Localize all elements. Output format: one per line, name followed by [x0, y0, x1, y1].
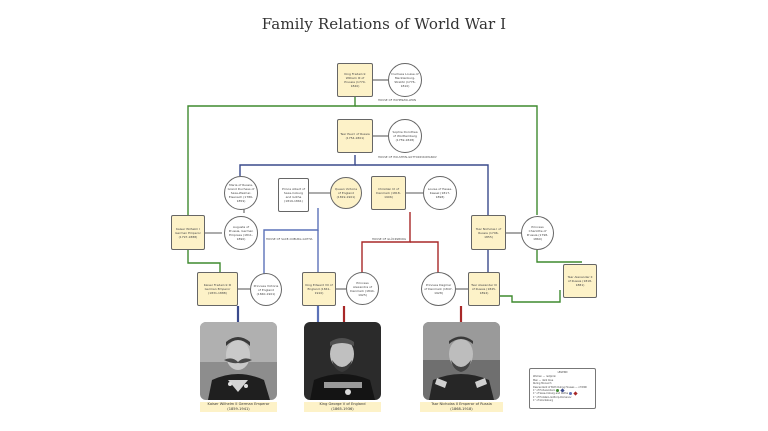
legend-row: 1° of Holstein-Gottorp-Romanov	[533, 395, 572, 399]
node-queen-victoria[interactable]: Queen Victoria of England (1819-1901)	[330, 177, 362, 209]
node-frederick-iii[interactable]: Kaiser Frederick III German Emperor (183…	[197, 272, 238, 306]
caption-george-v: King George V of England (1865-1936)	[304, 402, 381, 412]
caption-wilhelm-name: Kaiser Wilhelm II German Emperor	[207, 402, 270, 406]
line-hohenzollern-2	[355, 105, 538, 215]
node-maria-of-russia[interactable]: Maria of Russia, Grand Duchess of Saxe-W…	[224, 176, 258, 210]
label-house-holstein: HOUSE OF HOLSTEIN-GOTTORP-ROMANOV	[378, 156, 437, 159]
line-glucksburg-1	[361, 212, 411, 275]
line-hohenzollern-4	[536, 250, 582, 263]
legend-row: Men — dark blue	[533, 378, 554, 382]
line-romanov-1	[239, 155, 356, 176]
caption-nicholas-years: (1868-1918)	[450, 407, 473, 411]
node-dagmar-of-denmark[interactable]: Princess Dagmar of Denmark (1847-1928)	[421, 272, 456, 306]
label-house-saxe-coburg: HOUSE OF SAXE-COBURG-GOTHA	[266, 238, 313, 241]
legend-dot-green	[556, 389, 560, 393]
caption-nicholas-name: Tsar Nicholas II Emperor of Russia	[431, 402, 492, 406]
line-saxe-1	[263, 208, 319, 275]
node-augusta-of-prussia[interactable]: Augusta of Prussia, German Empress (1811…	[224, 216, 258, 250]
photo-george-v	[304, 322, 381, 400]
caption-wilhelm-years: (1859-1941)	[227, 407, 250, 411]
legend-row: 1° of Glücksburg	[533, 399, 554, 403]
label-house-hohenzollern: HOUSE OF HOHENZOLLERN	[378, 99, 417, 102]
node-charlotte-of-prussia[interactable]: Princess Charlotte of Prussia (1798-1860…	[521, 216, 554, 250]
photo-wilhelm-ii	[200, 322, 277, 400]
node-louise-hesse-kassel[interactable]: Louise of Hesse-Kassel (1817-1898)	[423, 176, 457, 210]
line-romanov-2	[355, 164, 489, 215]
legend: LEGEND Women — red/pink Men — dark blue …	[529, 368, 596, 409]
node-alexander-ii[interactable]: Tsar Alexander II of Russia (1818-1881)	[563, 264, 597, 298]
line-hohenzollern-5	[500, 290, 561, 303]
node-alexandra-of-denmark[interactable]: Princess Alexandra of Denmark (1844-1925…	[346, 272, 379, 305]
node-edward-vii[interactable]: King Edward VII of England (1841-1910)	[302, 272, 336, 306]
node-prince-albert[interactable]: Prince Albert of Saxe-Coburg and Gotha (…	[278, 178, 309, 212]
caption-george-years: (1865-1936)	[331, 407, 354, 411]
legend-row: Women — red/pink	[533, 375, 556, 379]
caption-george-name: King George V of England	[319, 402, 366, 406]
line-glucksburg-2	[410, 241, 439, 275]
node-princess-victoria[interactable]: Princess Victoria of England (1840-1901)	[250, 273, 282, 306]
node-wilhelm-i[interactable]: Kaiser Wilhelm I German Emperor (1797-18…	[171, 215, 205, 250]
node-nicholas-i[interactable]: Tsar Nicholas I of Russia (1796-1855)	[471, 215, 506, 250]
label-house-glucksburg: HOUSE OF GLÜCKSBURG	[372, 238, 407, 241]
node-frederick-william-iii[interactable]: King Frederick William III of Prussia (1…	[337, 63, 373, 97]
diagram-title: Family Relations of World War I	[261, 15, 507, 33]
legend-row: 1° of Hohenzollern	[533, 388, 592, 393]
legend-dot-blue	[569, 392, 573, 396]
line-hohenzollern-3	[187, 250, 221, 272]
caption-nicholas-ii: Tsar Nicholas II Emperor of Russia (1868…	[420, 402, 503, 412]
photo-nicholas-ii	[423, 322, 500, 400]
caption-wilhelm-ii: Kaiser Wilhelm II German Emperor (1859-1…	[200, 402, 277, 412]
legend-row: Descendent of Both Ruling Houses — of WW…	[533, 385, 587, 389]
node-louise-mecklenburg[interactable]: Duchess Louise of Mecklenburg-Strelitz (…	[388, 63, 422, 97]
node-alexander-iii[interactable]: Tsar Alexander III of Russia (1845-1894)	[468, 272, 500, 306]
node-christian-ix[interactable]: Christian IX of Denmark (1818-1906)	[371, 176, 406, 210]
legend-title: LEGEND	[557, 371, 568, 374]
legend-row: 1° of Saxe-Coburg and Gotha	[533, 391, 592, 397]
legend-row: Ruling Monarch	[533, 382, 552, 386]
node-sophie-dorothea[interactable]: Sophie Dorothea of Württemberg (1759-182…	[388, 119, 422, 153]
node-paul-i[interactable]: Tsar Paul I of Russia (1754-1801)	[337, 119, 373, 153]
